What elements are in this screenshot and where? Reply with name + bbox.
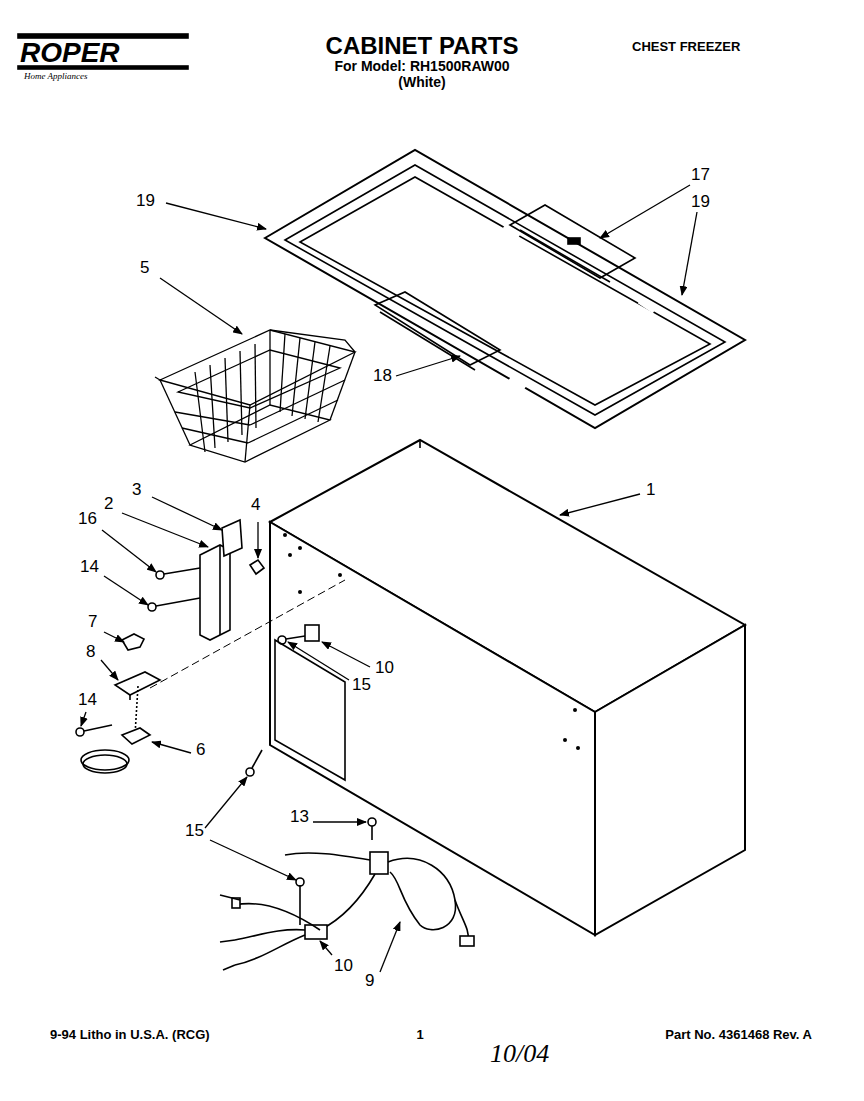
callout-number: 18 xyxy=(373,367,392,386)
callout-number: 8 xyxy=(86,643,95,662)
page-number: 1 xyxy=(416,1028,423,1042)
diagram-title: CABINET PARTS xyxy=(326,33,519,59)
model-number: For Model: RH1500RAW00 xyxy=(334,59,509,74)
callout-number: 13 xyxy=(290,808,309,827)
callout-number: 19 xyxy=(136,192,155,211)
callout-number: 4 xyxy=(251,496,260,515)
callout-number: 9 xyxy=(365,972,374,991)
model-color: (White) xyxy=(398,75,445,90)
callout-number: 15 xyxy=(185,822,204,841)
part-number: Part No. 4361468 Rev. A xyxy=(665,1028,812,1042)
callout-number: 16 xyxy=(78,510,97,529)
callout-number: 10 xyxy=(334,957,353,976)
callout-number: 3 xyxy=(132,481,141,500)
callout-number: 14 xyxy=(80,558,99,577)
callout-number: 5 xyxy=(140,259,149,278)
brand-logo: ROPER xyxy=(20,38,120,69)
callout-number: 17 xyxy=(691,166,710,185)
callout-number: 1 xyxy=(646,481,655,500)
callout-number: 15 xyxy=(352,676,371,695)
handwritten-date: 10/04 xyxy=(490,1040,549,1069)
callout-number: 10 xyxy=(375,659,394,678)
callout-number: 6 xyxy=(196,741,205,760)
callout-number: 2 xyxy=(104,495,113,514)
brand-tagline: Home Appliances xyxy=(24,72,88,82)
callout-number: 7 xyxy=(88,613,97,632)
callout-number: 19 xyxy=(691,193,710,212)
callout-number: 14 xyxy=(78,691,97,710)
footer-note: 9-94 Litho in U.S.A. (RCG) xyxy=(50,1028,210,1042)
product-type: CHEST FREEZER xyxy=(632,40,740,54)
